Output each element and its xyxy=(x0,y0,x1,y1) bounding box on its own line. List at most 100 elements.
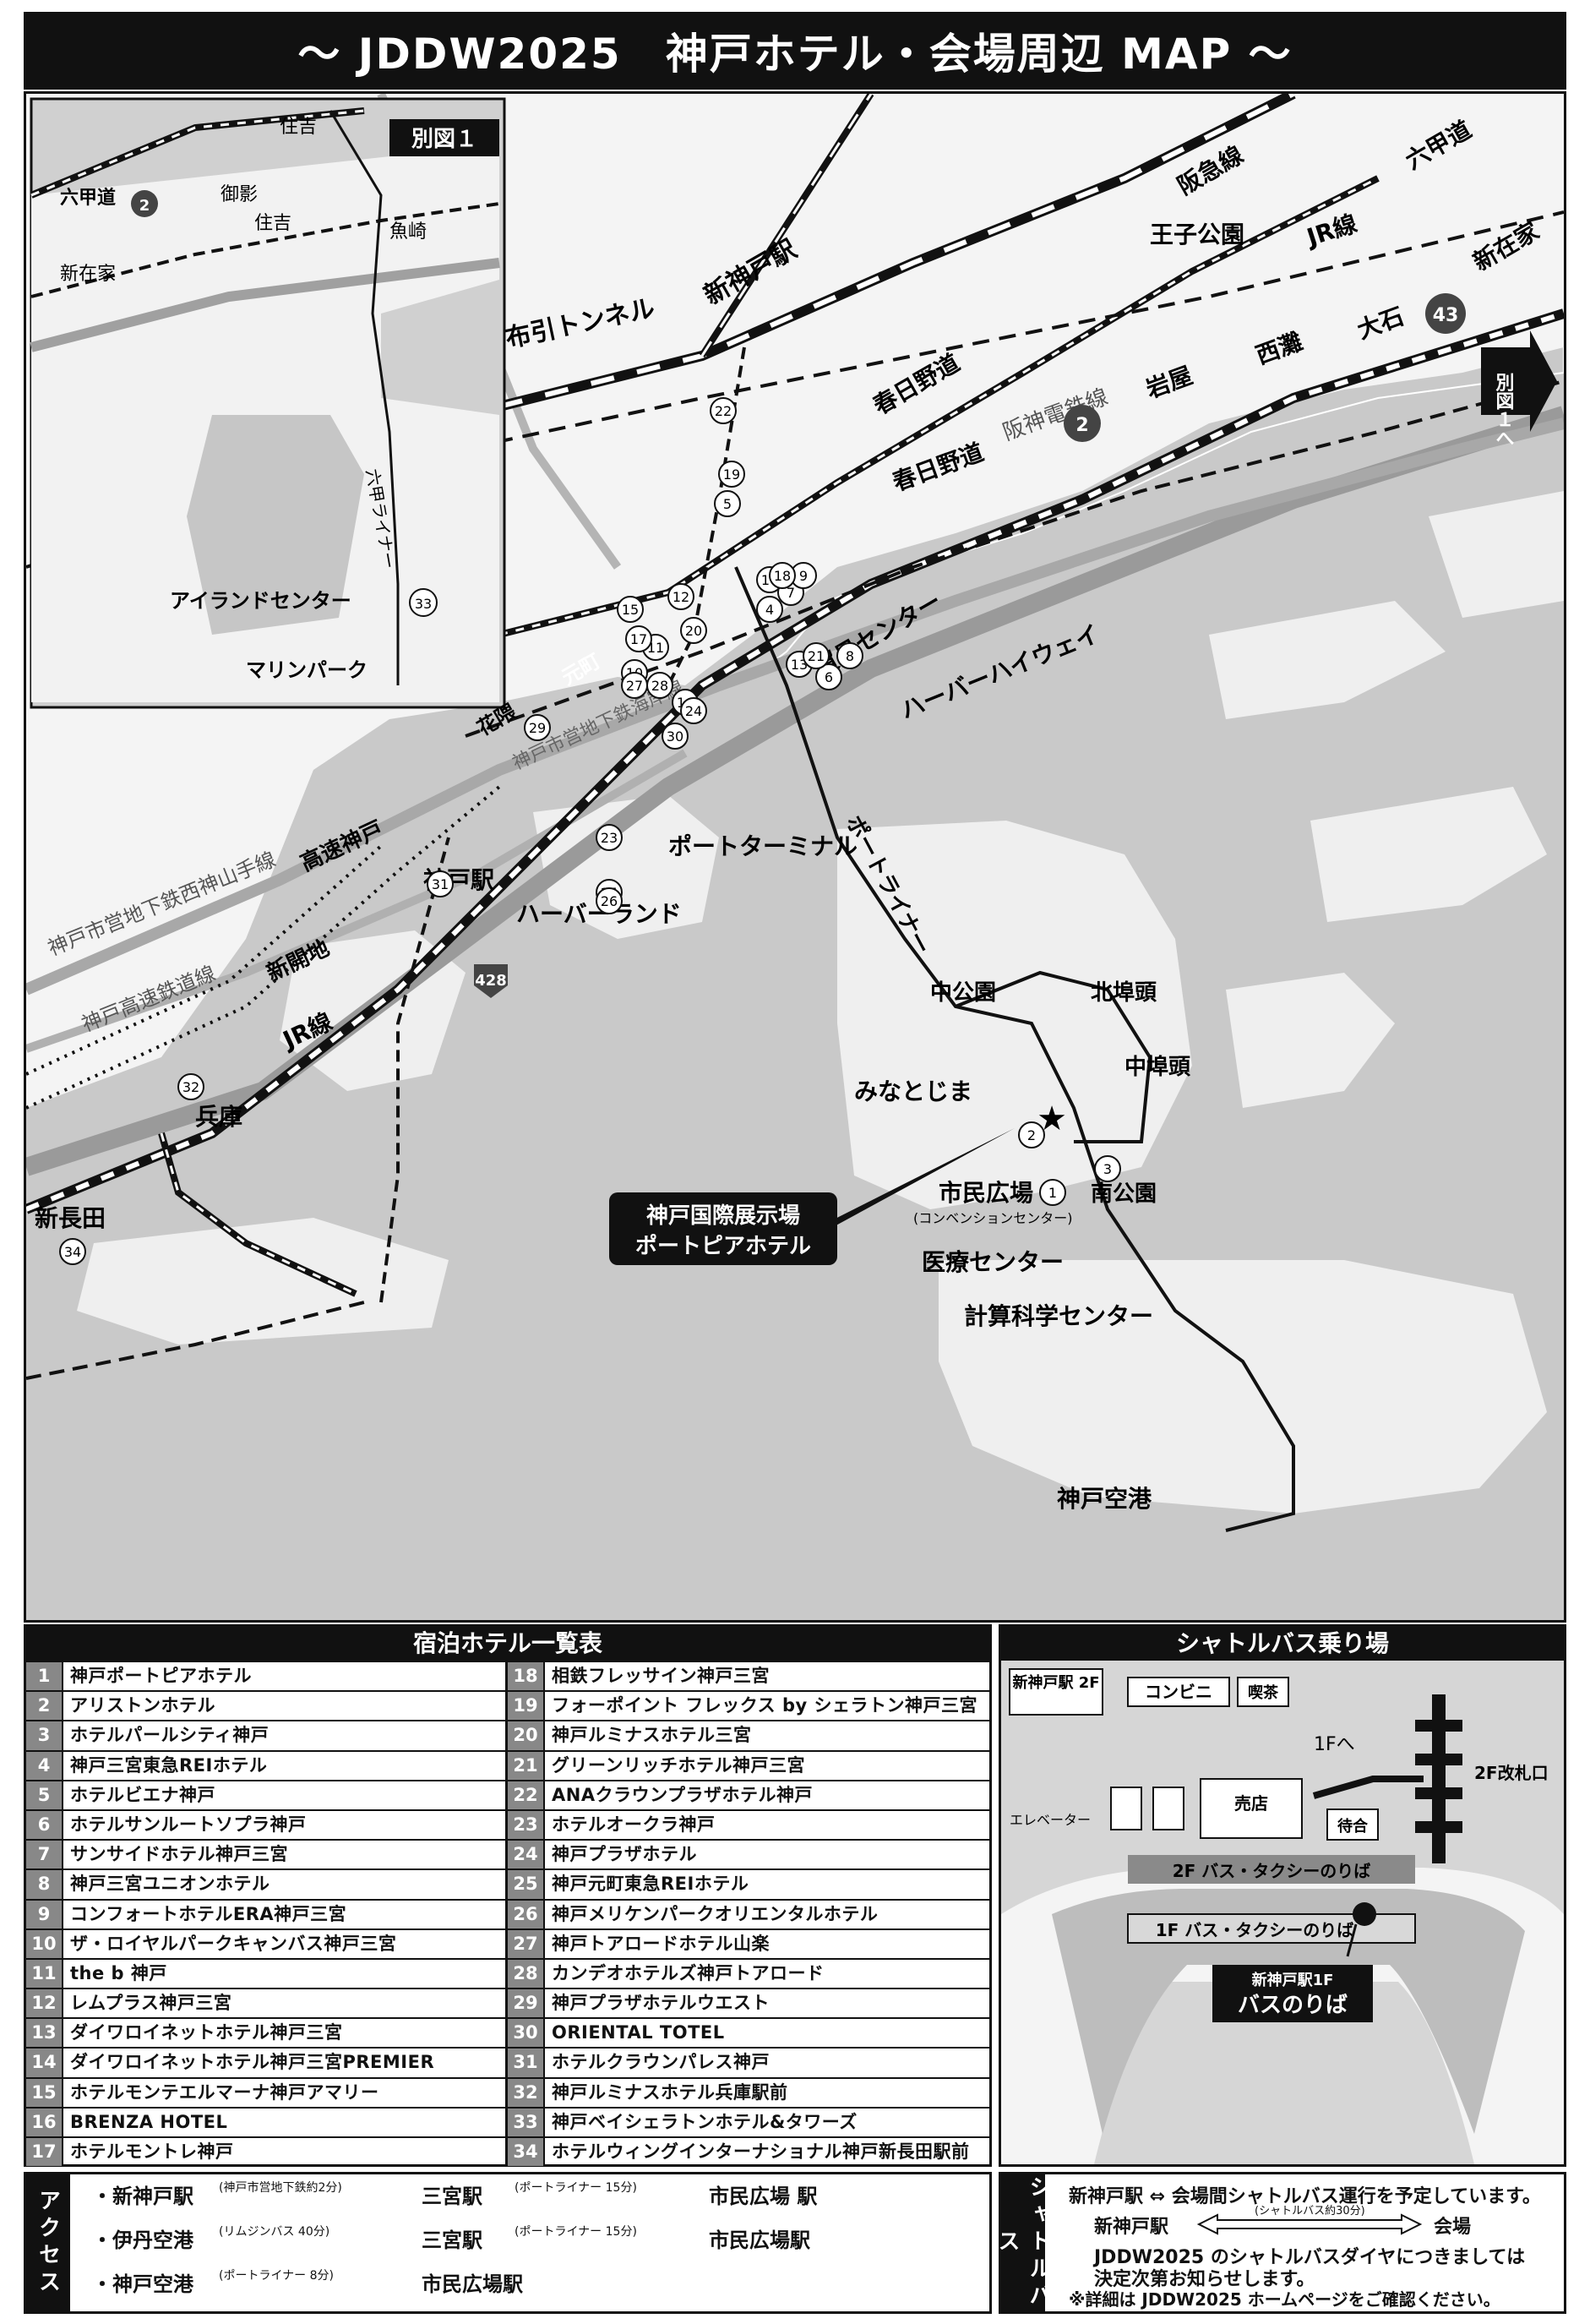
hotel-marker-number: 6 xyxy=(825,669,833,685)
bus-stop-big: バスのりば xyxy=(1238,1993,1348,2018)
hotel-name: 神戸トアロードホテル山楽 xyxy=(552,1933,770,1954)
hotel-name: the b 神戸 xyxy=(70,1962,167,1983)
hotel-name: 神戸メリケンパークオリエンタルホテル xyxy=(552,1903,879,1924)
hotel-name: フォーポイント フレックス by シェラトン神戸三宮 xyxy=(552,1695,978,1716)
access-from: ・伊丹空港 xyxy=(92,2229,193,2252)
hotel-name: ホテルウィングインターナショナル神戸新長田駅前 xyxy=(552,2141,970,2162)
hotel-marker: 1 xyxy=(1039,1179,1066,1206)
hotel-marker: 18 xyxy=(769,562,796,589)
hotel-marker-number: 32 xyxy=(182,1079,199,1095)
map-title: 〜 JDDW2025 神戸ホテル・会場周辺 MAP 〜 xyxy=(24,12,1566,90)
hotel-name: レムプラス神戸三宮 xyxy=(70,1993,232,2014)
hotel-name: 神戸元町東急REIホテル xyxy=(552,1874,749,1895)
access-note-2: (ポートライナー 15分) xyxy=(515,2181,637,2195)
to-inset-label: 別図１へ xyxy=(1493,373,1515,447)
access-from: ・神戸空港 xyxy=(92,2272,193,2296)
bus-1f-label: 1F バス・タクシーのりば xyxy=(1156,1920,1354,1940)
hotel-number: 34 xyxy=(508,2138,545,2167)
gate-label: 2F改札口 xyxy=(1474,1763,1549,1783)
hotel-row: 34 ホテルウィングインターナショナル神戸新長田駅前 xyxy=(508,2136,989,2167)
bus-2f-label: 2F バス・タクシーのりば xyxy=(1173,1861,1371,1881)
hotel-number: 28 xyxy=(508,1959,545,1988)
hotel-marker-number: 4 xyxy=(765,602,774,618)
shuttle-to: 会場 xyxy=(1434,2217,1472,2238)
baiten-label: 売店 xyxy=(1234,1793,1268,1814)
hotel-name: ザ・ロイヤルパークキャンバス神戸三宮 xyxy=(70,1933,397,1954)
shuttle-line-1: 新神戸駅 ⇔ 会場間シャトルバス運行を予定しています。 xyxy=(1069,2186,1541,2207)
hotel-marker-number: 3 xyxy=(1103,1161,1112,1177)
label-minatojima: みなとじま xyxy=(854,1077,972,1105)
access-row: ・伊丹空港(リムジンバス 40分)三宮駅(ポートライナー 15分)市民広場駅 xyxy=(92,2223,810,2253)
inset-title: 別図１ xyxy=(411,127,477,152)
shuttle-area-panel: シャトルバス乗り場 新神戸駅 2F コンビニ 喫茶 1Fへ 2F改札口 エレベー… xyxy=(999,1624,1566,2167)
hotel-marker: 31 xyxy=(427,870,454,897)
hotel-row: 26 神戸メリケンパークオリエンタルホテル xyxy=(508,1898,989,1928)
label-naka-koen: 中公園 xyxy=(930,980,996,1006)
hotel-number: 26 xyxy=(508,1900,545,1928)
hotel-number: 17 xyxy=(26,2138,63,2167)
label-port-terminal: ポートターミナル xyxy=(668,832,858,860)
hotel-number: 18 xyxy=(508,1662,545,1691)
hotel-name: ホテルビエナ神戸 xyxy=(70,1784,215,1805)
hotel-number: 30 xyxy=(508,2019,545,2048)
shuttle-line-3: JDDW2025 のシャトルバスダイヤにつきましては xyxy=(1094,2247,1526,2268)
hotel-marker: 19 xyxy=(718,461,745,488)
hotel-markers: 1234567891011121314151617181920212223242… xyxy=(59,397,1121,1265)
hotel-number: 5 xyxy=(26,1781,63,1809)
hotel-marker-number: 2 xyxy=(1027,1127,1036,1143)
hotel-name: 神戸ルミナスホテル兵庫駅前 xyxy=(552,2081,788,2103)
hotel-marker: 5 xyxy=(714,490,741,517)
hotel-marker-number: 23 xyxy=(601,830,618,846)
label-shimin-hiroba: 市民広場 xyxy=(939,1179,1033,1207)
hotel-row: 5 ホテルビエナ神戸 xyxy=(26,1779,505,1809)
inset-sumiyoshi-top: 住吉 xyxy=(280,117,317,138)
hotel-name: ホテルオークラ神戸 xyxy=(552,1814,716,1835)
hotel-name: カンデオホテルズ神戸トアロード xyxy=(552,1962,825,1983)
hotel-name: グリーンリッチホテル神戸三宮 xyxy=(552,1754,805,1776)
hotel-name: ダイワロイネットホテル神戸三宮PREMIER xyxy=(70,2052,435,2073)
shuttle-side-label: シャトルバス xyxy=(994,2174,1051,2311)
hotel-marker: 22 xyxy=(710,397,737,424)
hotel-marker: 21 xyxy=(803,642,830,669)
hotel-marker: 6 xyxy=(815,663,842,690)
label-kobe-airport: 神戸空港 xyxy=(1057,1485,1152,1513)
hotel-marker-number: 26 xyxy=(601,893,618,909)
access-mid: 市民広場駅 xyxy=(422,2272,523,2296)
hotel-marker: 2 xyxy=(1018,1121,1045,1148)
hotel-name: ANAクラウンプラザホテル神戸 xyxy=(552,1784,813,1805)
access-to: 市民広場駅 xyxy=(709,2229,810,2252)
label-minami-koen: 南公園 xyxy=(1091,1181,1157,1207)
hotel-marker-number: 31 xyxy=(432,876,449,892)
hotel-marker-number: 19 xyxy=(723,466,740,483)
hotel-number: 15 xyxy=(26,2078,63,2107)
hotel-marker-number: 24 xyxy=(685,703,702,719)
hotel-number: 4 xyxy=(26,1751,63,1780)
hotel-marker: 34 xyxy=(59,1238,86,1265)
hotel-number: 22 xyxy=(508,1781,545,1809)
hotel-marker: 29 xyxy=(524,714,551,741)
hotel-number: 1 xyxy=(26,1662,63,1691)
route428-badge: 428 xyxy=(475,972,507,990)
inset-shinzaike: 新在家 xyxy=(60,264,116,285)
hotel-marker-number: 34 xyxy=(64,1244,81,1260)
hotel-number: 14 xyxy=(26,2049,63,2077)
hotel-marker: 24 xyxy=(680,697,707,724)
inset-hotel-33: 33 xyxy=(415,596,432,612)
to-inset-arrow: 別図１へ xyxy=(1481,330,1557,447)
